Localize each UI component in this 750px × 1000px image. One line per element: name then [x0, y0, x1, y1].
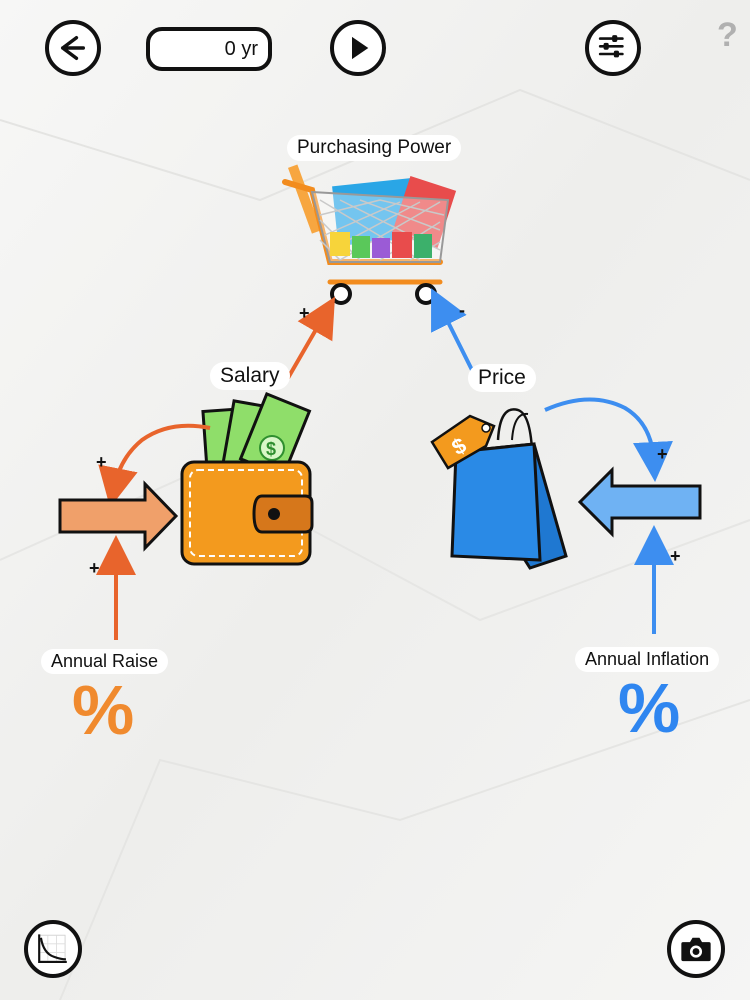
sign-salary-loop: + [96, 452, 107, 472]
salary-label[interactable]: Salary [210, 362, 290, 390]
play-button[interactable] [330, 20, 386, 76]
svg-text:$: $ [266, 439, 276, 459]
help-button[interactable]: ? [717, 16, 738, 54]
price-to-power-arrow [431, 288, 474, 371]
graph-button[interactable] [24, 920, 82, 978]
wallet-icon: $ [180, 391, 314, 566]
play-icon [352, 36, 369, 60]
sign-price-to-power: - [459, 300, 465, 320]
years-display: 0 yr [146, 27, 272, 71]
price-label[interactable]: Price [468, 364, 536, 392]
shopping-bag-icon: $ [430, 408, 568, 570]
salary-feedback-arrow [98, 423, 211, 508]
purchasing-power-label: Purchasing Power [287, 135, 462, 161]
camera-icon [681, 937, 711, 962]
back-button[interactable] [45, 20, 101, 76]
sign-raise-to-salary: + [89, 558, 100, 578]
back-arrow-icon [60, 36, 85, 60]
raise-flow-arrow [58, 480, 179, 552]
camera-button[interactable] [667, 920, 725, 978]
shopping-cart-icon [282, 164, 457, 305]
sliders-icon [598, 35, 624, 58]
price-feedback-arrow [544, 397, 673, 482]
salary-to-power-arrow [286, 296, 336, 380]
settings-button[interactable] [585, 20, 641, 76]
graph-icon [38, 934, 67, 964]
sign-salary-to-power: + [299, 303, 310, 323]
annual-inflation-percent-icon[interactable]: % [618, 669, 681, 747]
sign-inflation-to-price: + [670, 546, 681, 566]
sign-price-loop: + [657, 444, 668, 464]
inflation-flow-arrow [577, 466, 702, 538]
annual-raise-label: Annual Raise [41, 649, 169, 674]
annual-inflation-label: Annual Inflation [575, 647, 720, 672]
annual-raise-percent-icon[interactable]: % [72, 671, 135, 749]
